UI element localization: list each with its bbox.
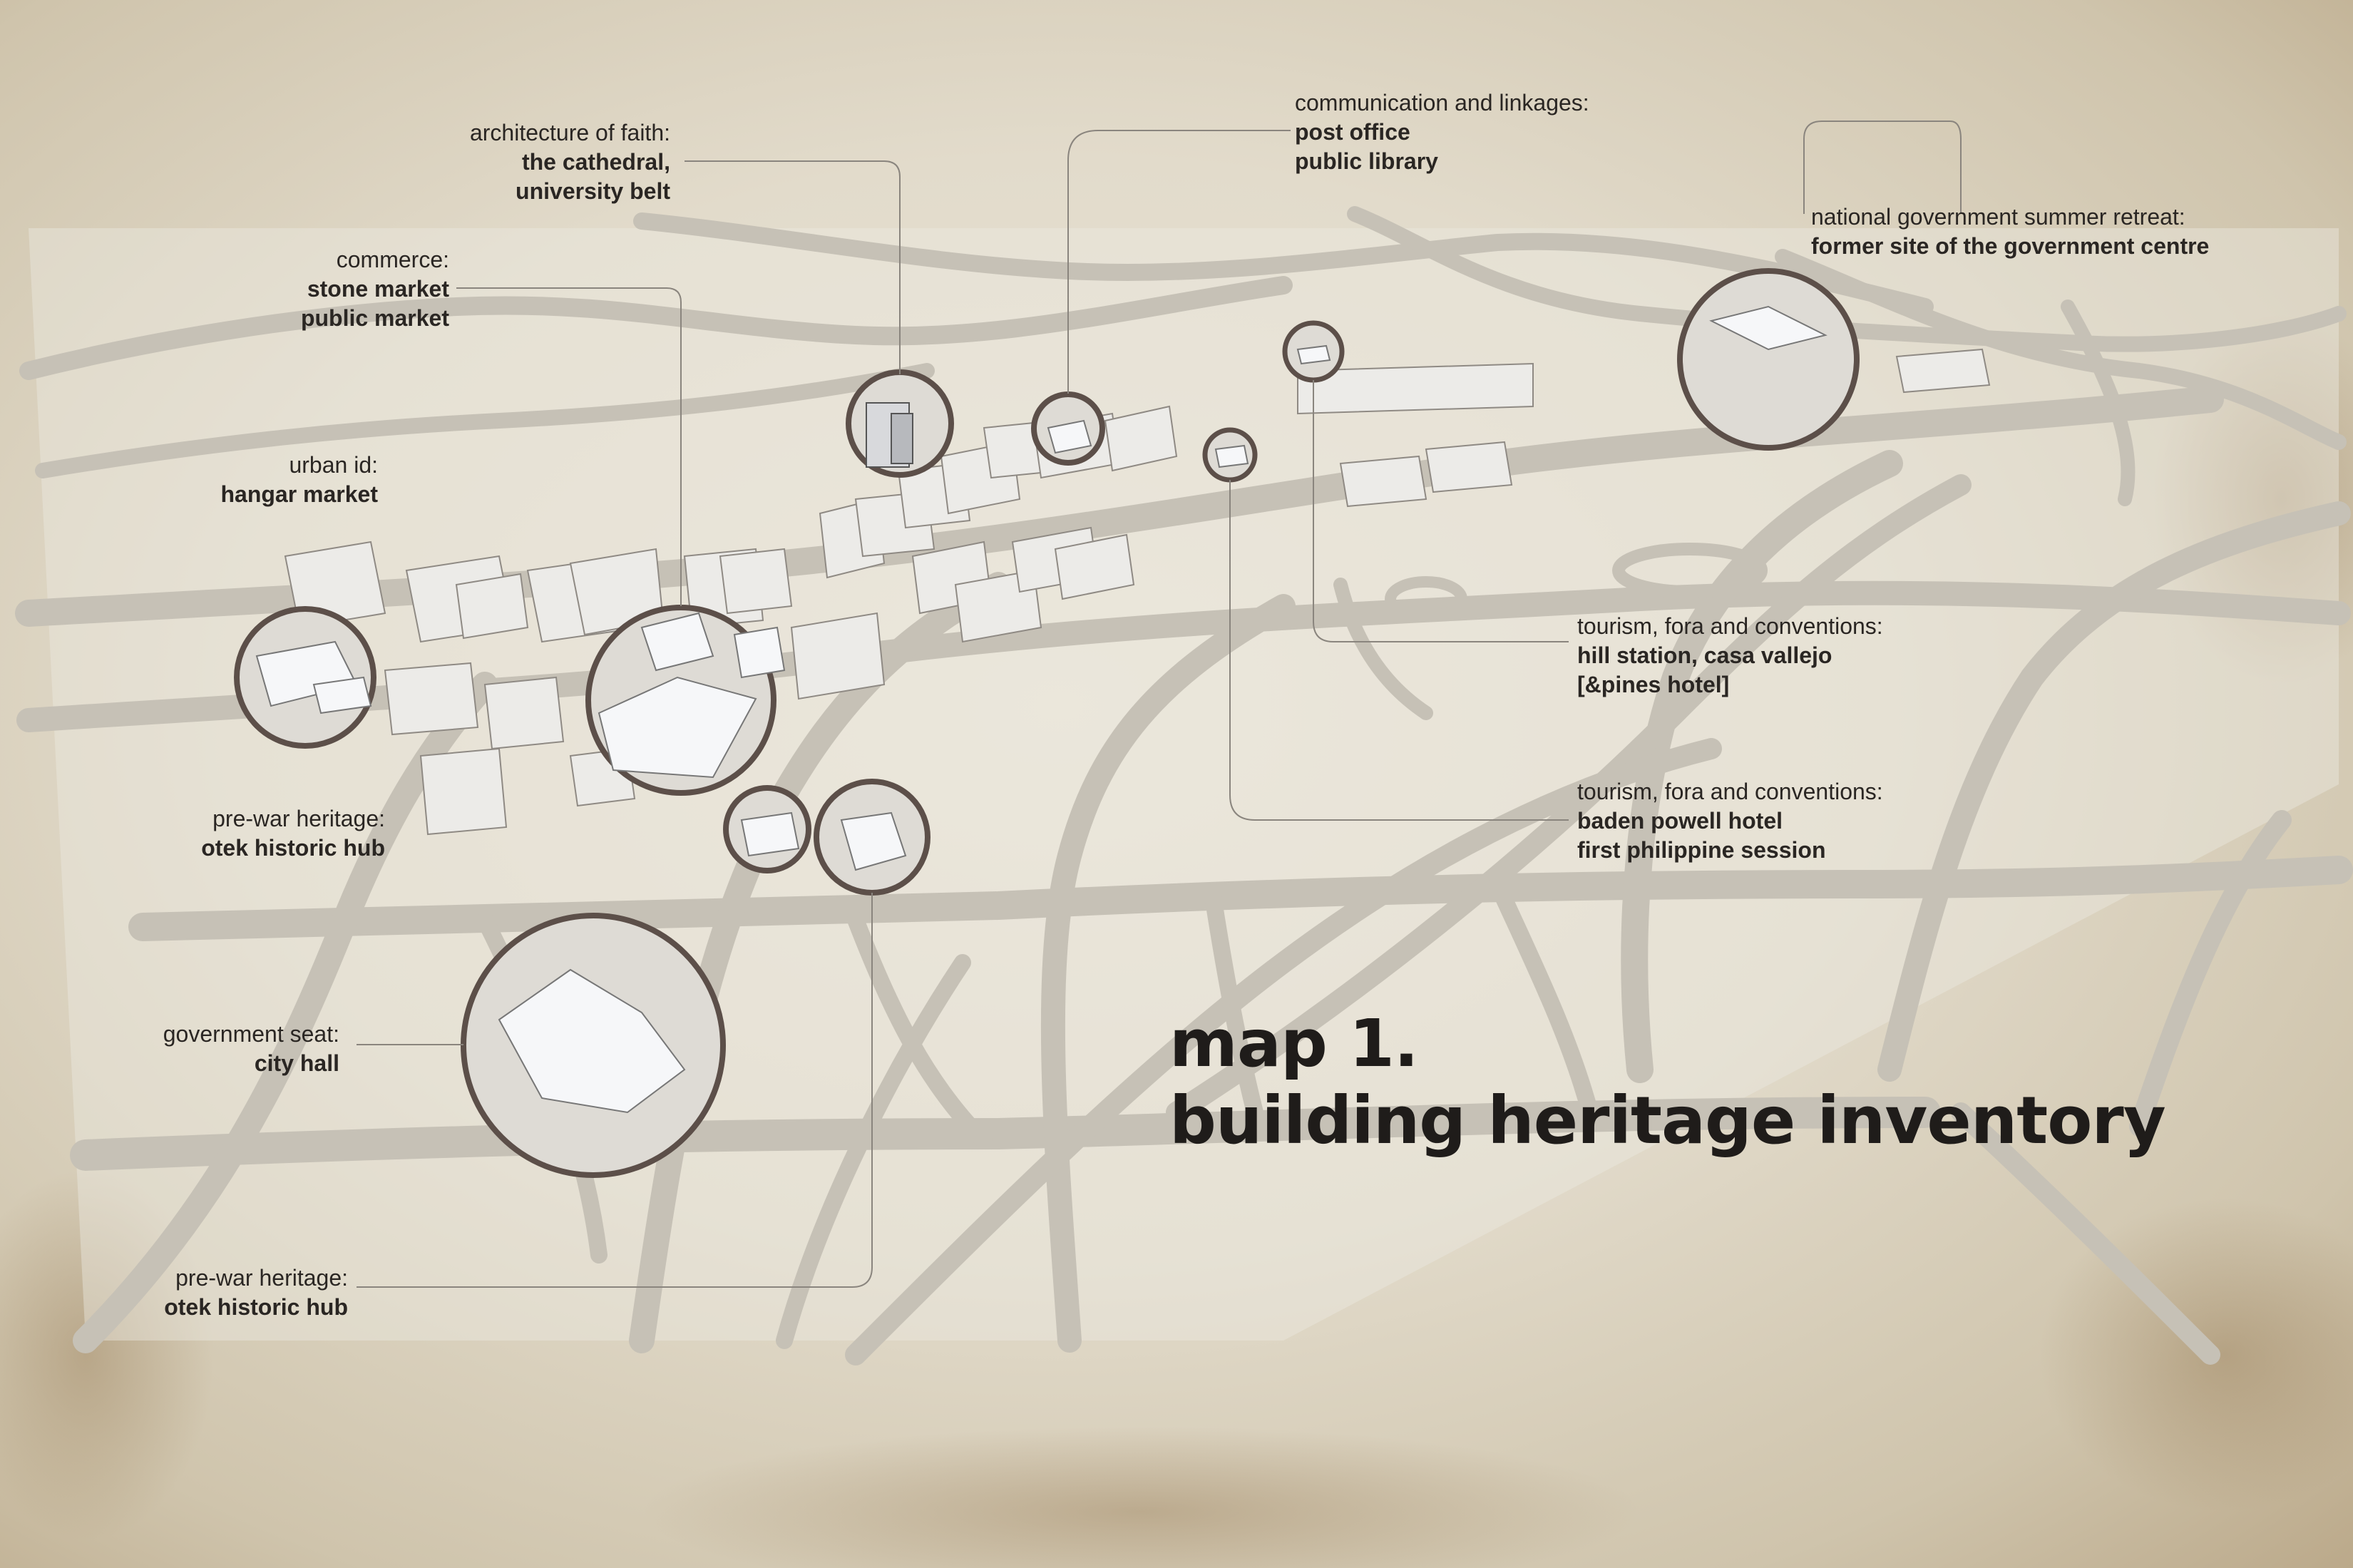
- label-prewar-heritage-1: pre-war heritage: otek historic hub: [100, 804, 385, 863]
- label-commerce: commerce: stone market public market: [164, 245, 449, 333]
- label-item: former site of the government centre: [1811, 233, 2210, 259]
- label-item: university belt: [516, 178, 670, 204]
- label-category: urban id:: [289, 452, 378, 478]
- label-urban-id: urban id: hangar market: [93, 451, 378, 509]
- label-item: hangar market: [220, 481, 378, 507]
- label-national-government: national government summer retreat: form…: [1811, 203, 2310, 261]
- label-category: tourism, fora and conventions:: [1577, 613, 1883, 639]
- circle-otek-2: [814, 779, 931, 896]
- circle-hangar-market: [234, 606, 376, 749]
- label-item: baden powell hotel: [1577, 808, 1783, 834]
- label-item: public market: [300, 305, 449, 331]
- circle-communication: [1282, 320, 1345, 383]
- map-title: map 1. building heritage inventory: [1169, 1005, 2166, 1159]
- label-category: pre-war heritage:: [175, 1265, 348, 1291]
- circle-government-centre: [1677, 268, 1860, 451]
- label-item: the cathedral,: [521, 149, 670, 175]
- label-category: national government summer retreat:: [1811, 204, 2185, 230]
- label-item: city hall: [254, 1050, 339, 1076]
- map-title-line-2: building heritage inventory: [1169, 1082, 2166, 1159]
- label-government-seat: government seat: city hall: [54, 1020, 339, 1078]
- leader-lines: [357, 121, 1962, 1288]
- circle-otek-1: [723, 785, 811, 873]
- label-item: otek historic hub: [201, 835, 385, 861]
- label-prewar-heritage-2: pre-war heritage: otek historic hub: [63, 1264, 348, 1322]
- label-tourism-2: tourism, fora and conventions: baden pow…: [1577, 777, 2005, 865]
- circle-post-office: [1031, 391, 1105, 466]
- label-category: architecture of faith:: [469, 120, 670, 145]
- label-category: pre-war heritage:: [212, 806, 385, 831]
- label-category: tourism, fora and conventions:: [1577, 779, 1883, 804]
- label-category: communication and linkages:: [1295, 90, 1589, 116]
- heritage-circles: [234, 268, 1860, 1178]
- label-category: government seat:: [163, 1021, 339, 1047]
- label-tourism-1: tourism, fora and conventions: hill stat…: [1577, 612, 2005, 700]
- label-item: hill station, casa vallejo: [1577, 642, 1832, 668]
- label-item: public library: [1295, 148, 1438, 174]
- label-item: first philippine session: [1577, 837, 1826, 863]
- circle-stone-market: [585, 605, 786, 796]
- label-item: post office: [1295, 119, 1410, 145]
- label-item: [&pines hotel]: [1577, 672, 1730, 697]
- map-title-line-1: map 1.: [1169, 1005, 1419, 1082]
- label-item: stone market: [307, 276, 449, 302]
- circle-public-library: [1202, 427, 1258, 483]
- circle-cathedral: [846, 369, 954, 478]
- label-communication-linkages: communication and linkages: post office …: [1295, 88, 1694, 176]
- circle-city-hall: [461, 913, 726, 1178]
- label-category: commerce:: [336, 247, 449, 272]
- label-architecture-of-faith: architecture of faith: the cathedral, un…: [342, 118, 670, 206]
- label-item: otek historic hub: [164, 1294, 348, 1320]
